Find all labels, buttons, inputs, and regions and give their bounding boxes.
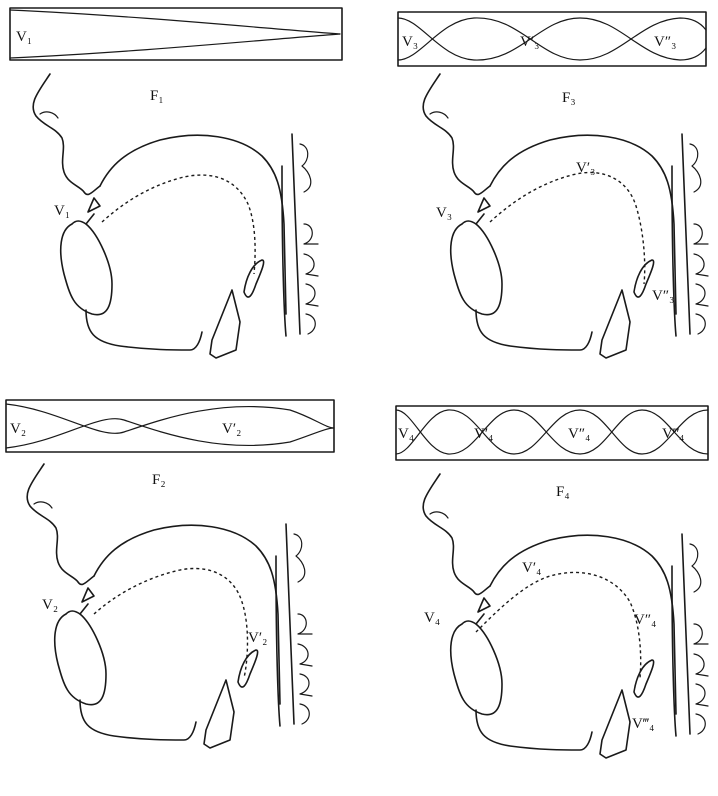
tube-label-f4-v4pp: V″₄ <box>568 426 590 442</box>
head-label-f4-v4ppp: V‴₄ <box>632 716 654 732</box>
tube-label-f1-v1: V₁ <box>16 29 32 45</box>
caption-f2: F₂ <box>152 472 166 488</box>
panel-f2: V₂ V′₂ F₂ V₂ V′₂ <box>6 400 334 748</box>
head-label-f3-v3: V₃ <box>436 205 452 221</box>
caption-f3: F₃ <box>562 90 576 106</box>
tube-f4: V₄ V′₄ V″₄ V‴₄ <box>396 406 708 460</box>
tube-label-f3-v3p: V′₃ <box>520 34 539 50</box>
caption-f1: F₁ <box>150 88 164 104</box>
panel-f3: V₃ V′₃ V″₃ F₃ V₃ V′₃ V″₃ <box>398 12 708 358</box>
head-f3: V₃ V′₃ V″₃ <box>423 74 708 358</box>
head-label-f4-v4pp: V″₄ <box>634 612 656 628</box>
tube-f3: V₃ V′₃ V″₃ <box>398 12 706 66</box>
panel-f1: V₁ F₁ V₁ <box>10 8 342 358</box>
head-label-f4-v4: V₄ <box>424 610 440 626</box>
caption-f4: F₄ <box>556 484 570 500</box>
tube-f1: V₁ <box>10 8 342 60</box>
tube-label-f3-v3pp: V″₃ <box>654 34 676 50</box>
head-f1: V₁ <box>33 74 318 358</box>
head-label-f3-v3p: V′₃ <box>576 160 595 176</box>
head-label-f3-v3pp: V″₃ <box>652 288 674 304</box>
tube-label-f4-v4p: V′₄ <box>474 426 493 442</box>
head-label-f1-v1: V₁ <box>54 203 70 219</box>
tube-label-f4-v4: V₄ <box>398 426 414 442</box>
tube-label-f4-v4ppp: V‴₄ <box>662 426 684 442</box>
head-f2: V₂ V′₂ <box>27 464 312 748</box>
tube-label-f3-v3: V₃ <box>402 34 418 50</box>
panel-f4: V₄ V′₄ V″₄ V‴₄ F₄ V₄ V′₄ V″₄ V‴₄ <box>396 406 708 758</box>
head-f4: V₄ V′₄ V″₄ V‴₄ <box>423 474 708 758</box>
tube-label-f2-v2p: V′₂ <box>222 421 241 437</box>
head-label-f4-v4p: V′₄ <box>522 560 541 576</box>
tube-label-f2-v2: V₂ <box>10 421 26 437</box>
tube-f2: V₂ V′₂ <box>6 400 334 452</box>
head-label-f2-v2p: V′₂ <box>248 630 267 646</box>
head-label-f2-v2: V₂ <box>42 597 58 613</box>
